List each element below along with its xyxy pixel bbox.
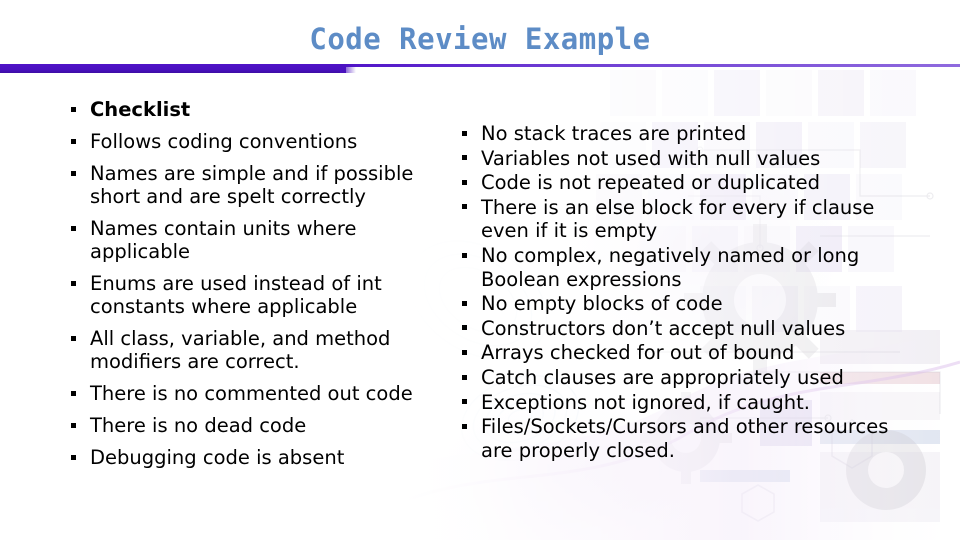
list-item-label: There is an else block for every if clau… [481, 195, 875, 243]
square-bullet-icon [71, 138, 76, 144]
list-item: Files/Sockets/Cursors and other resource… [457, 415, 917, 462]
list-item-label: Names contain units where applicable [90, 217, 357, 263]
square-bullet-icon [71, 225, 76, 231]
list-item: Exceptions not ignored, if caught. [457, 391, 917, 415]
list-item-label: No complex, negatively named or long Boo… [481, 243, 860, 291]
square-bullet-icon [71, 390, 76, 396]
list-item: There is an else block for every if clau… [457, 196, 917, 243]
list-item: Checklist [66, 98, 458, 121]
square-bullet-icon [462, 155, 467, 161]
list-item: Catch clauses are appropriately used [457, 366, 917, 390]
list-item-label: There is no commented out code [90, 382, 413, 405]
list-item-label: Follows coding conventions [90, 130, 358, 153]
list-item-label: Checklist [90, 98, 191, 121]
list-item: Names contain units where applicable [66, 217, 458, 263]
square-bullet-icon [462, 349, 467, 355]
list-item: No stack traces are printed [457, 122, 917, 146]
square-bullet-icon [462, 130, 467, 136]
list-item-label: Debugging code is absent [90, 446, 345, 469]
title-area: Code Review Example [0, 22, 960, 56]
list-item: All class, variable, and method modifier… [66, 327, 458, 373]
square-bullet-icon [462, 252, 467, 258]
square-bullet-icon [462, 374, 467, 380]
list-item: Code is not repeated or duplicated [457, 171, 917, 195]
list-item-label: There is no dead code [90, 414, 307, 437]
list-item-label: No stack traces are printed [481, 122, 747, 145]
divider-thick-bar [0, 64, 346, 73]
list-item-label: Constructors don’t accept null values [481, 316, 846, 340]
list-item: Debugging code is absent [66, 446, 458, 469]
square-bullet-icon [71, 335, 76, 341]
list-item: There is no commented out code [66, 382, 458, 405]
square-bullet-icon [462, 204, 467, 210]
list-item: Constructors don’t accept null values [457, 317, 917, 341]
square-bullet-icon [462, 423, 467, 429]
list-item-label: Files/Sockets/Cursors and other resource… [481, 415, 889, 462]
title-divider [0, 64, 960, 76]
square-bullet-icon [462, 399, 467, 405]
list-item-label: Names are simple and if possible short a… [90, 162, 414, 208]
list-item: Enums are used instead of int constants … [66, 272, 458, 318]
list-item-label: All class, variable, and method modifier… [90, 327, 391, 373]
list-item-label: Arrays checked for out of bound [481, 341, 795, 365]
list-item-label: No empty blocks of code [481, 292, 723, 316]
list-item-label: Variables not used with null values [481, 146, 821, 170]
list-item-label: Catch clauses are appropriately used [481, 365, 844, 389]
square-bullet-icon [462, 325, 467, 331]
list-item: Arrays checked for out of bound [457, 341, 917, 365]
square-bullet-icon [71, 280, 76, 286]
square-bullet-icon [71, 106, 76, 112]
list-item: Names are simple and if possible short a… [66, 162, 458, 208]
list-item: There is no dead code [66, 414, 458, 437]
square-bullet-icon [71, 422, 76, 428]
list-item: Follows coding conventions [66, 130, 458, 153]
square-bullet-icon [71, 454, 76, 460]
list-item-label: Enums are used instead of int constants … [90, 272, 382, 318]
list-item: Variables not used with null values [457, 147, 917, 171]
square-bullet-icon [462, 179, 467, 185]
page-title: Code Review Example [309, 22, 651, 56]
square-bullet-icon [71, 170, 76, 176]
square-bullet-icon [462, 300, 467, 306]
list-item: No complex, negatively named or long Boo… [457, 244, 917, 291]
list-item-label: Exceptions not ignored, if caught. [481, 390, 810, 414]
divider-taper [340, 64, 356, 73]
list-item: No empty blocks of code [457, 292, 917, 316]
list-item-label: Code is not repeated or duplicated [481, 171, 820, 195]
